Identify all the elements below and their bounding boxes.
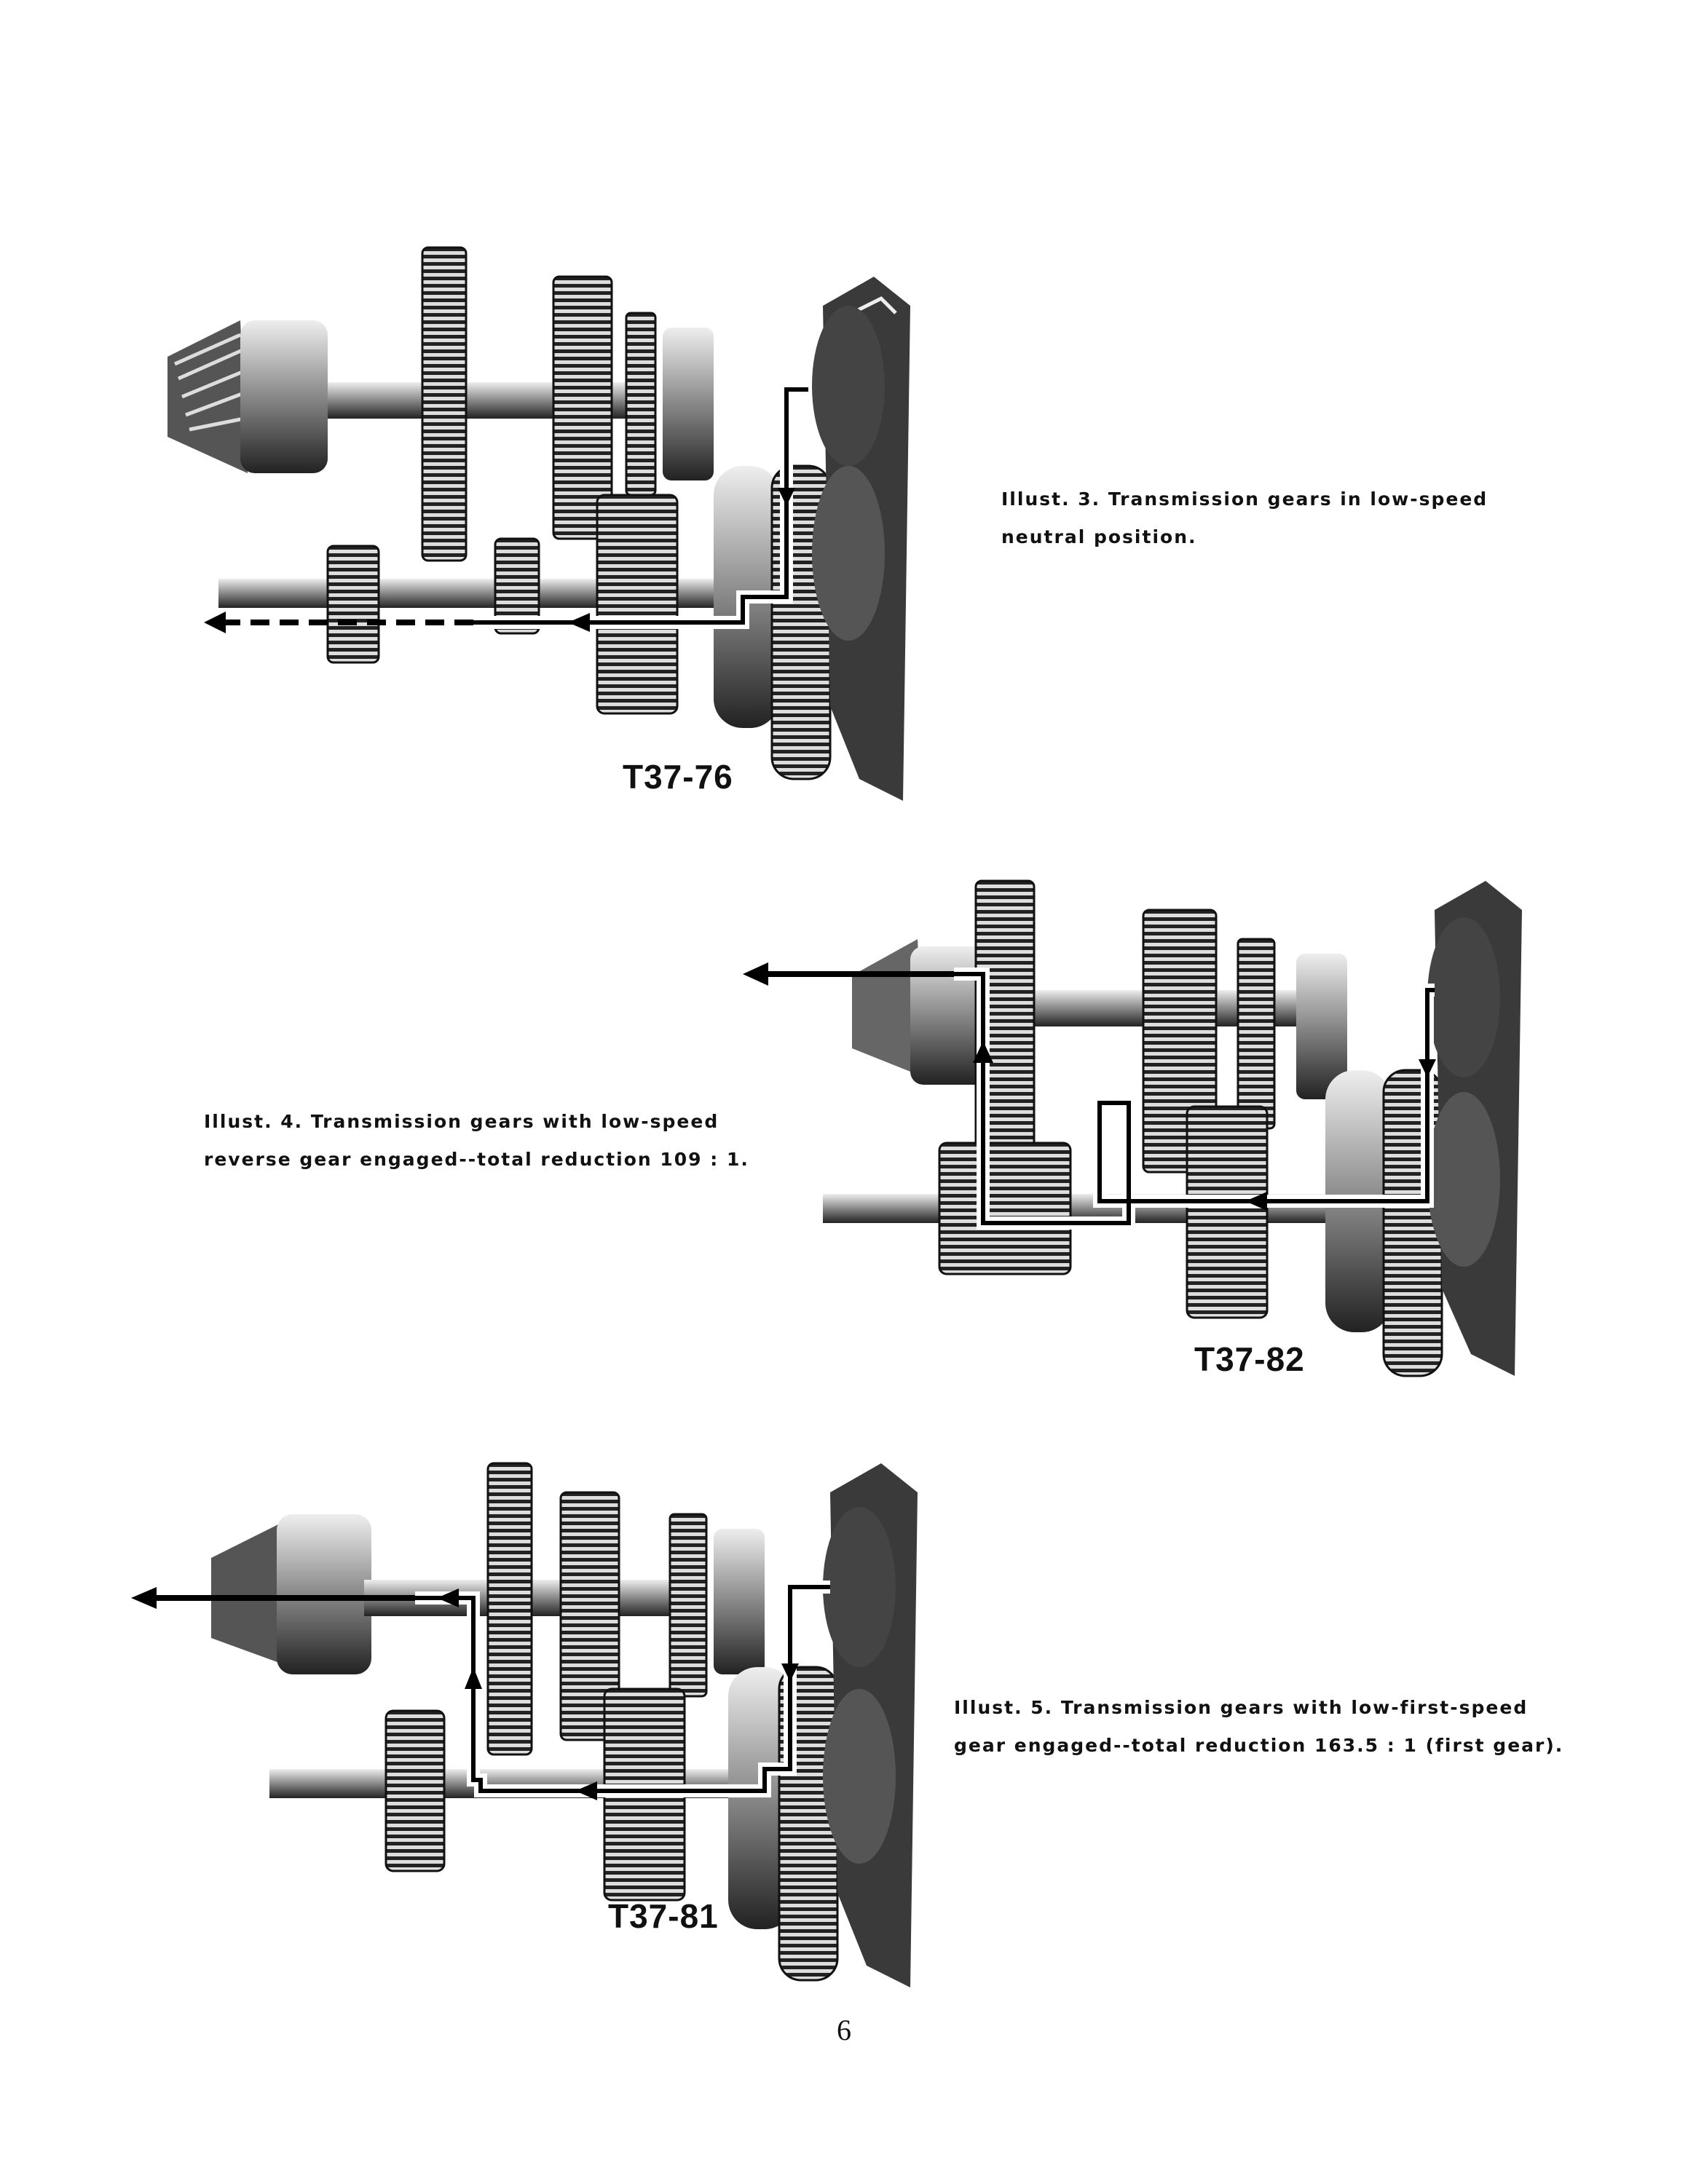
caption-line: Illust. 3. Transmission gears in low-spe…	[1001, 488, 1488, 510]
caption-line: reverse gear engaged--total reduction 10…	[204, 1149, 749, 1170]
figure-label-t37-76: T37-76	[623, 758, 733, 796]
caption-line: Illust. 4. Transmission gears with low-s…	[204, 1111, 719, 1132]
illustration-4-photo	[735, 866, 1537, 1390]
illustration-5-photo	[131, 1449, 932, 2002]
page-number: 6	[837, 2014, 851, 2046]
caption-illust-5: Illust. 5. Transmission gears with low-f…	[954, 1689, 1563, 1765]
figure-label-t37-81: T37-81	[608, 1897, 719, 1935]
caption-line: Illust. 5. Transmission gears with low-f…	[954, 1697, 1529, 1718]
figure-label-t37-82: T37-82	[1194, 1340, 1305, 1378]
caption-illust-4: Illust. 4. Transmission gears with low-s…	[204, 1103, 749, 1179]
caption-illust-3: Illust. 3. Transmission gears in low-spe…	[1001, 480, 1488, 556]
caption-line: gear engaged--total reduction 163.5 : 1 …	[954, 1735, 1564, 1756]
bevel-pinion	[211, 1522, 291, 1667]
illustration-3-photo	[146, 233, 961, 815]
caption-line: neutral position.	[1001, 526, 1197, 547]
